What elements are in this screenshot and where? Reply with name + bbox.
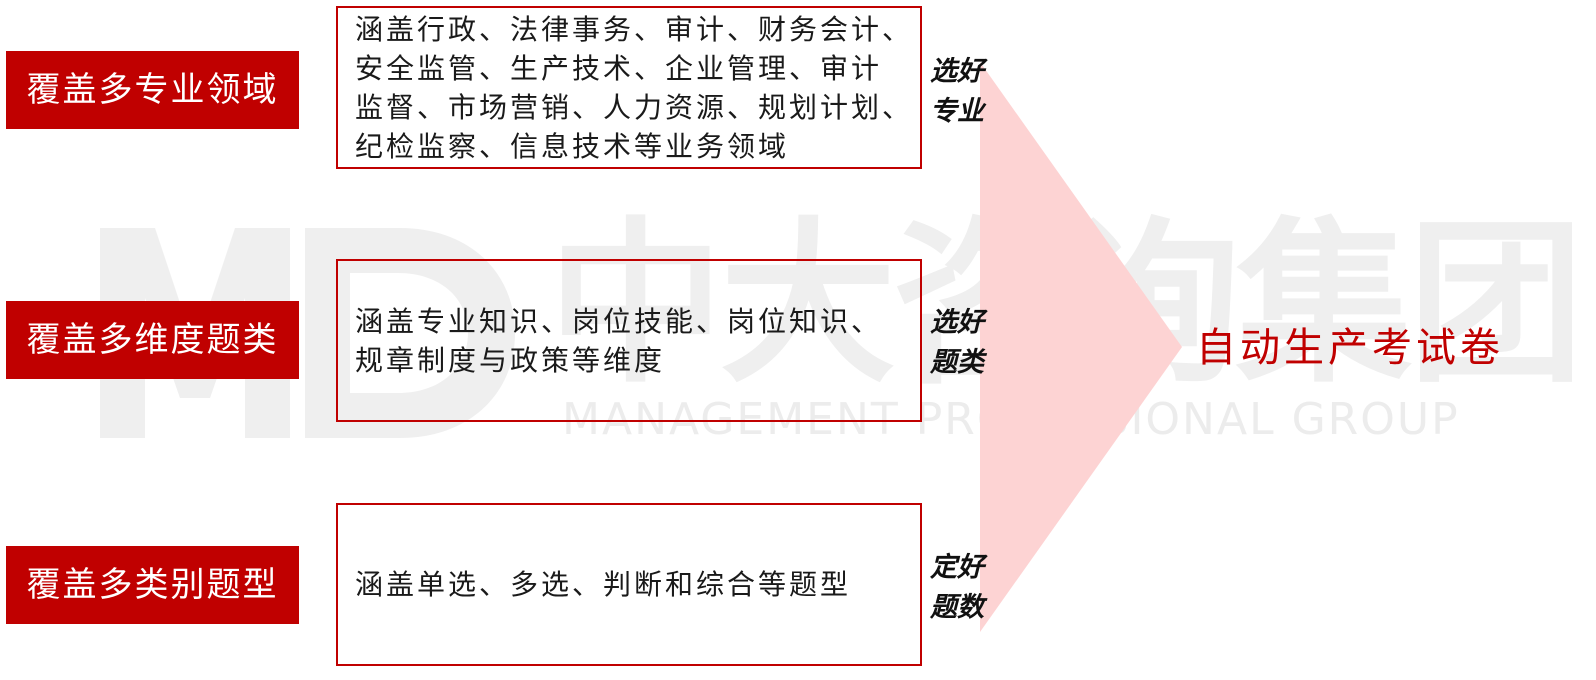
watermark-logo: [100, 228, 515, 438]
label-multi-profession: 覆盖多专业领域: [6, 51, 299, 129]
description-box-dimension: 涵盖专业知识、岗位技能、岗位知识、 规章制度与政策等维度: [336, 259, 922, 422]
description-box-profession: 涵盖行政、法律事务、审计、财务会计、 安全监管、生产技术、企业管理、审计 监督、…: [336, 6, 922, 169]
label-multi-question-type: 覆盖多类别题型: [6, 546, 299, 624]
result-auto-generate-exam: 自动生产考试卷: [1196, 325, 1504, 371]
arrow-shape: [980, 62, 1182, 632]
tag-set-count: 定好 题数: [930, 552, 984, 623]
description-box-question-type: 涵盖单选、多选、判断和综合等题型: [336, 503, 922, 666]
description-text-dimension: 涵盖专业知识、岗位技能、岗位知识、 规章制度与政策等维度: [355, 304, 883, 377]
description-text-profession: 涵盖行政、法律事务、审计、财务会计、 安全监管、生产技术、企业管理、审计 监督、…: [355, 12, 914, 163]
tag-select-category: 选好 题类: [930, 307, 984, 378]
tag-select-profession: 选好 专业: [930, 56, 984, 127]
label-multi-dimension: 覆盖多维度题类: [6, 301, 299, 379]
description-text-question-type: 涵盖单选、多选、判断和综合等题型: [355, 568, 852, 601]
